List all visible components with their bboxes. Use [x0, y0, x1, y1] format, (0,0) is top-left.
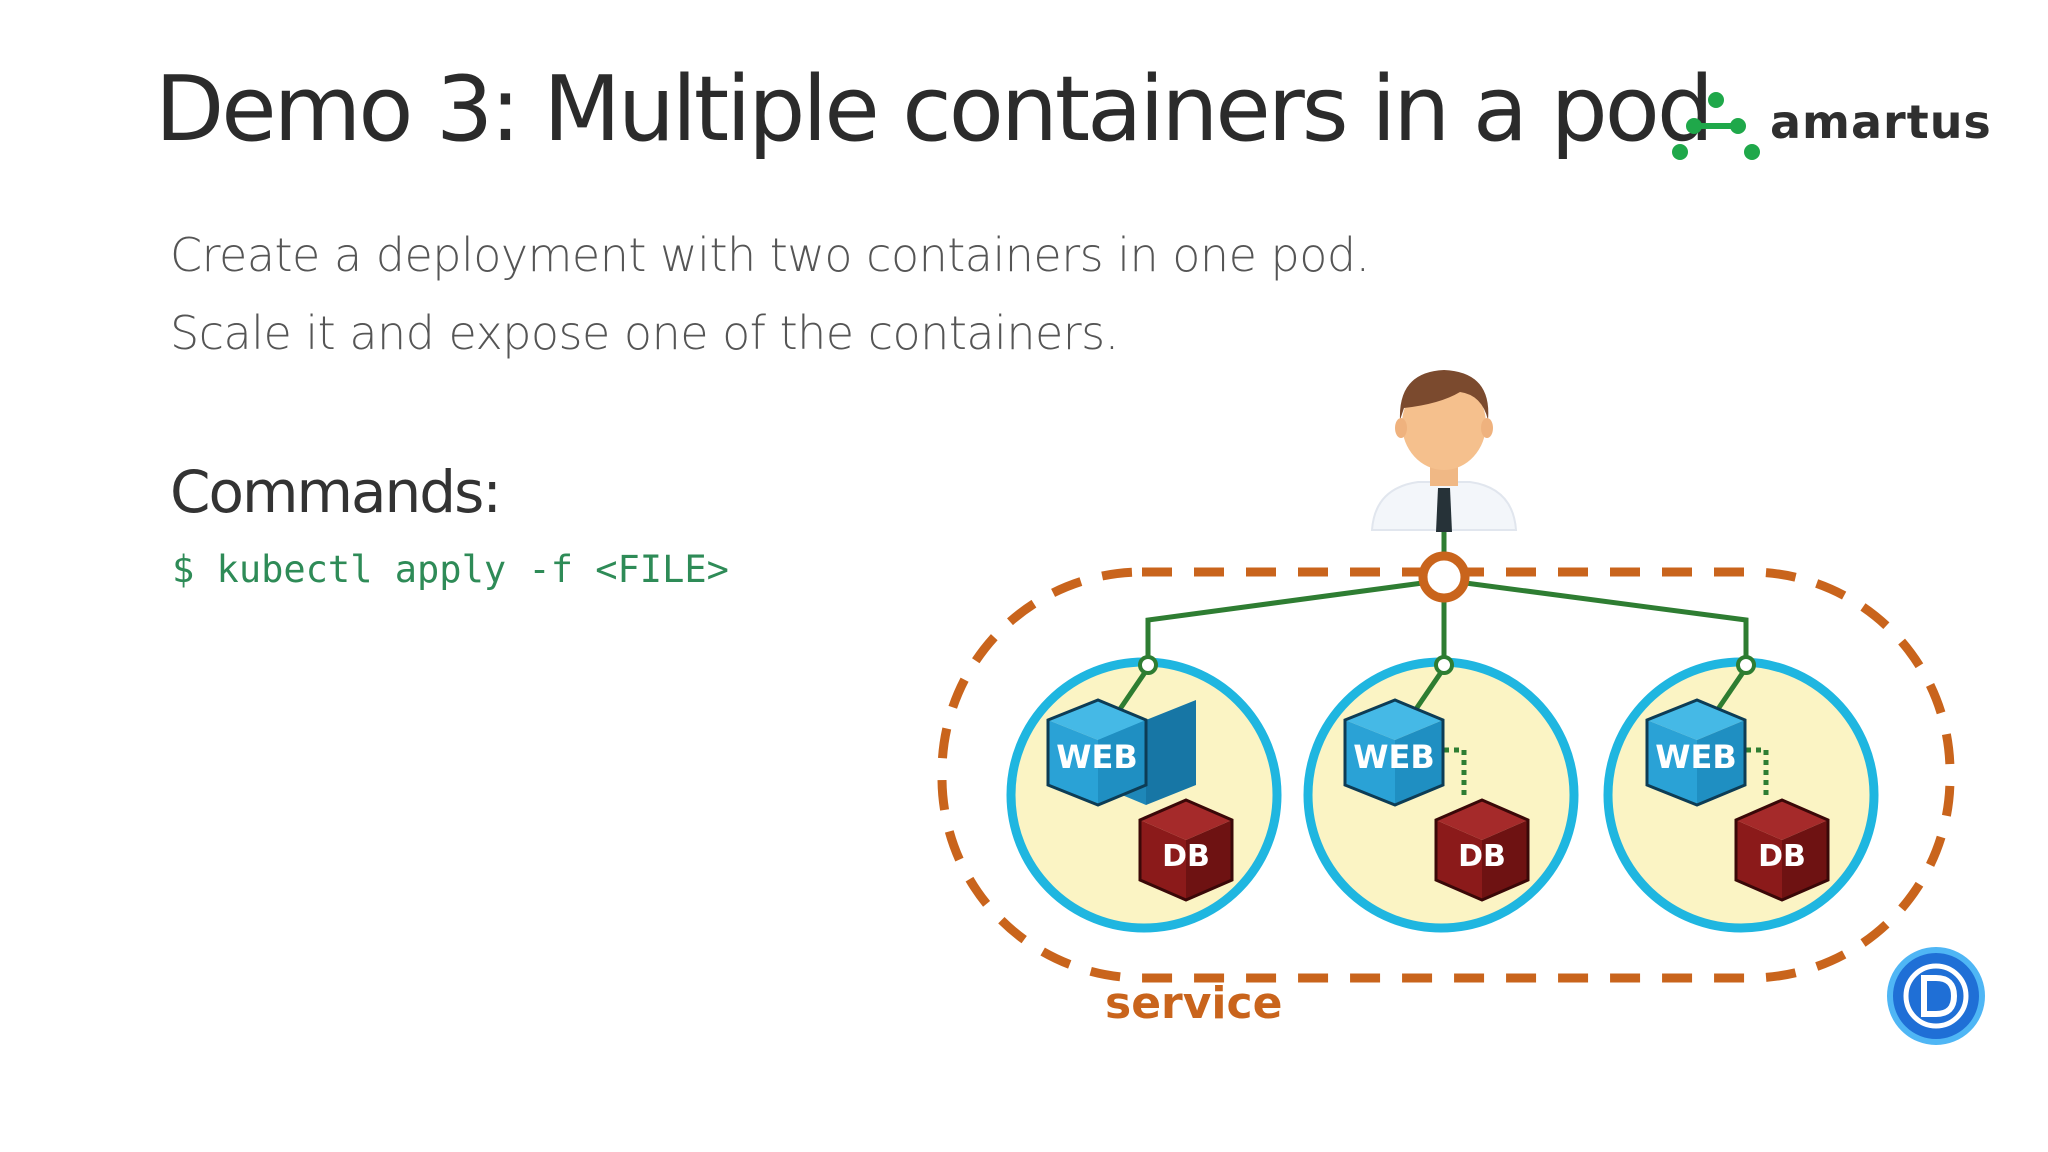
- amartus-logo-icon: [1672, 92, 1760, 160]
- user-avatar-icon: [1370, 370, 1518, 532]
- web-cube-icon: WEB: [1645, 698, 1747, 807]
- web-cube-icon: WEB: [1343, 698, 1445, 807]
- db-label: DB: [1758, 839, 1806, 874]
- web-cube-icon: WEB: [1046, 698, 1196, 807]
- service-label: service: [1105, 978, 1283, 1029]
- db-label: DB: [1458, 839, 1506, 874]
- pod-1: WEB DB: [1006, 655, 1282, 933]
- db-cube-icon: DB: [1734, 798, 1830, 902]
- bullet-line-2: Scale it and expose one of the container…: [170, 306, 1119, 360]
- command-line: $ kubectl apply -f <FILE>: [172, 548, 729, 591]
- connector-lines: [1145, 532, 1749, 665]
- service-node: [1418, 551, 1470, 603]
- db-label: DB: [1162, 839, 1210, 874]
- pod-3: WEB DB: [1603, 655, 1879, 933]
- db-cube-icon: DB: [1434, 798, 1530, 902]
- brand-name: amartus: [1770, 95, 1992, 149]
- web-label: WEB: [1655, 738, 1737, 776]
- commands-heading: Commands:: [170, 458, 502, 526]
- web-label: WEB: [1056, 738, 1138, 776]
- web-label: WEB: [1353, 738, 1435, 776]
- db-cube-icon: DB: [1138, 798, 1234, 902]
- pod-2: WEB DB: [1303, 655, 1579, 933]
- bullet-line-1: Create a deployment with two containers …: [170, 228, 1370, 282]
- slide-title: Demo 3: Multiple containers in a pod: [155, 57, 1714, 162]
- pod-service-diagram: WEB DB WEB: [937, 370, 1985, 1045]
- presenter-badge-icon: [1887, 947, 1985, 1045]
